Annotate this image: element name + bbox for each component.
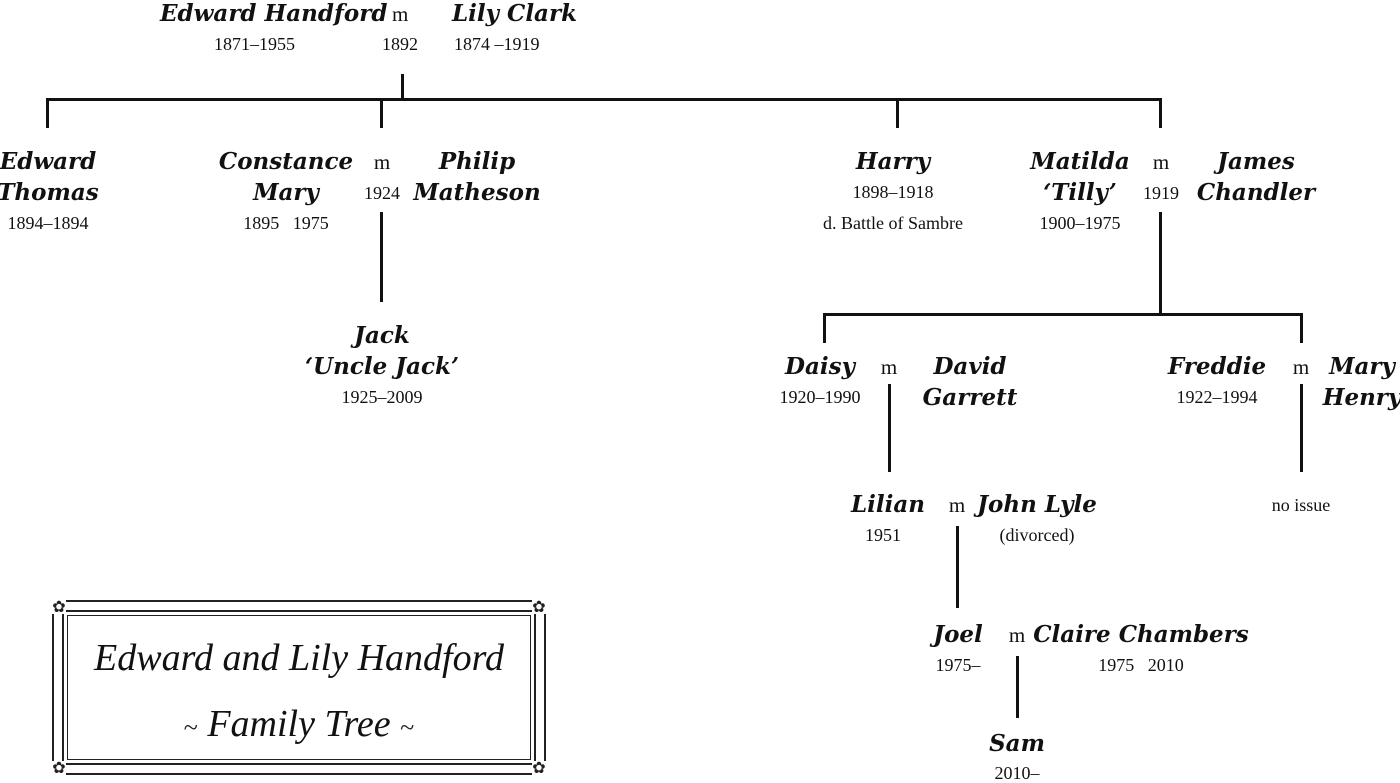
connector-gen1-down [401,74,404,100]
person-mary-henry-name-2: Henry [1322,384,1400,411]
person-daisy-name: Daisy [785,353,855,380]
connector-matilda-children [1159,212,1162,315]
person-constance-name-1: Constance [218,148,354,175]
person-constance-name-2: Mary [253,179,319,206]
connector-daisy [823,313,826,343]
person-harry-dates: 1898–1918 [852,182,934,202]
marriage-year-matilda-james: 1919 [1143,183,1179,203]
person-philip-name-2: Matheson [413,179,541,206]
title-frame-inner-border [62,610,536,765]
person-sam-name: Sam [989,730,1045,757]
person-joel-dates: 1975– [935,655,981,675]
person-philip-name-1: Philip [438,148,516,175]
person-edward-thomas-name-1: Edward [0,148,97,175]
person-claire-name: Claire Chambers [1033,621,1249,648]
marriage-year-constance-philip: 1924 [364,183,400,203]
marriage-symbol-joel-claire: m [1008,623,1026,647]
marriage-symbol-edward-lily: m [392,2,409,26]
person-david-name-2: Garrett [922,384,1018,411]
marriage-symbol-lilian-john: m [948,493,966,517]
person-edward-thomas-dates: 1894–1894 [7,213,89,233]
person-jack-name-1: Jack [354,322,410,349]
person-jack-name-2: ‘Uncle Jack’ [305,353,459,380]
person-edward-thomas-name-2: Thomas [0,179,99,206]
corner-ornament-icon: ✿ [532,597,546,616]
diagram-subtitle-text: Family Tree [207,703,391,745]
corner-ornament-icon: ✿ [532,758,546,777]
person-lilian-dates: 1951 [865,525,901,545]
person-lily-clark-dates: 1874 –1919 [454,34,540,54]
connector-gen3-bar [823,313,1303,316]
connector-constance [380,98,383,128]
person-james-name-1: James [1217,148,1295,175]
marriage-symbol-freddie-mary: m [1292,355,1310,379]
person-john-lyle-note: (divorced) [999,525,1075,545]
person-freddie-name: Freddie [1167,353,1267,380]
connector-freddie-child [1300,384,1303,472]
title-frame-inner-rule [67,615,531,760]
corner-ornament-icon: ✿ [52,597,66,616]
person-jack-dates: 1925–2009 [341,387,423,407]
connector-lilian-child [956,526,959,608]
note-freddie-no-issue: no issue [1271,495,1331,515]
marriage-symbol-matilda-james: m [1152,150,1170,174]
person-sam-dates: 2010– [994,763,1040,783]
diagram-title: Edward and Lily Handford [94,637,504,679]
flourish-right-icon: ~ [400,713,415,742]
person-lilian-name: Lilian [850,491,926,518]
flourish-left-icon: ~ [183,713,198,742]
person-daisy-dates: 1920–1990 [779,387,861,407]
person-joel-name: Joel [933,621,983,648]
marriage-symbol-constance-philip: m [373,150,391,174]
connector-freddie [1300,313,1303,343]
person-mary-henry-name-1: Mary [1329,353,1395,380]
connector-joel-child [1016,656,1019,718]
connector-daisy-child [888,384,891,472]
diagram-subtitle: ~ Family Tree ~ [54,702,544,746]
person-lily-clark-name: Lily Clark [452,0,578,27]
person-james-name-2: Chandler [1196,179,1316,206]
title-frame: ✿ ✿ ✿ ✿ Edward and Lily Handford ~ Famil… [52,597,546,777]
person-matilda-name-1: Matilda [1030,148,1130,175]
marriage-year-edward-lily: 1892 [382,34,418,54]
person-harry-name: Harry [855,148,931,175]
corner-ornament-icon: ✿ [52,758,66,777]
person-harry-note: d. Battle of Sambre [823,213,963,233]
person-david-name-1: David [933,353,1007,380]
connector-gen2-bar [46,98,1162,101]
connector-edward-thomas [46,98,49,128]
person-constance-dates: 1895 1975 [243,213,329,233]
connector-harry [896,98,899,128]
connector-constance-child [380,212,383,302]
person-john-lyle-name: John Lyle [977,491,1097,518]
connector-matilda [1159,98,1162,128]
person-edward-handford-name: Edward Handford [160,0,388,27]
person-claire-dates: 1975 2010 [1098,655,1184,675]
marriage-symbol-daisy-david: m [880,355,898,379]
person-edward-handford-dates: 1871–1955 [214,34,295,54]
person-matilda-dates: 1900–1975 [1039,213,1121,233]
person-matilda-name-2: ‘Tilly’ [1043,179,1117,206]
person-freddie-dates: 1922–1994 [1176,387,1258,407]
